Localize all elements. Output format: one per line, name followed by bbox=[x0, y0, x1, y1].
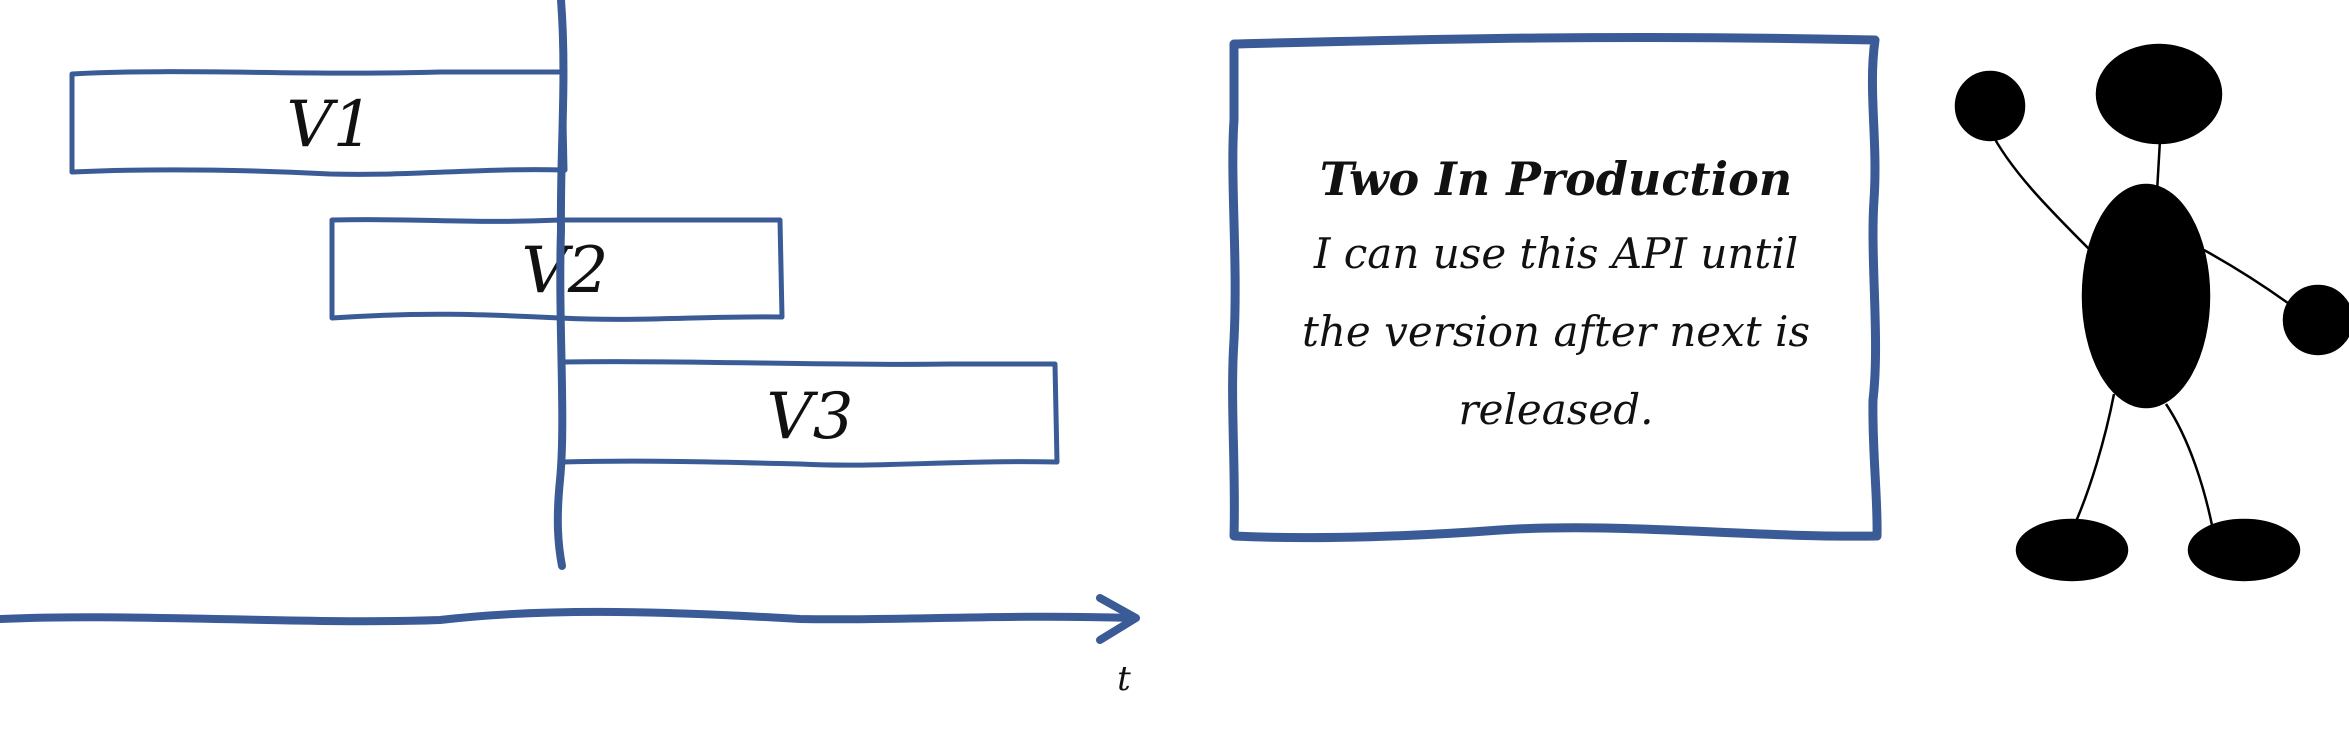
version-bar-v2-box bbox=[329, 217, 785, 322]
version-label-v2: V2 bbox=[522, 234, 609, 308]
version-bar-v1-box bbox=[69, 69, 568, 177]
version-bar-v1: V1 bbox=[69, 69, 568, 177]
note-line-1: I can use this API until bbox=[1313, 229, 1798, 278]
note-box-frame bbox=[1228, 32, 1882, 543]
figure-left-foot bbox=[2015, 518, 2129, 582]
time-axis-arrowhead-icon bbox=[1096, 594, 1140, 644]
stick-figure-icon bbox=[1954, 43, 2349, 582]
figure-right-foot bbox=[2187, 518, 2301, 582]
version-bar-v3: V3 bbox=[559, 359, 1060, 468]
time-axis-line bbox=[0, 607, 1139, 626]
figure-head bbox=[2095, 43, 2223, 145]
figure-left-leg bbox=[2072, 393, 2116, 527]
figure-body bbox=[2081, 183, 2211, 409]
version-bar-v2: V2 bbox=[329, 217, 785, 322]
figure-left-hand bbox=[1954, 70, 2026, 142]
time-axis-label: t bbox=[1117, 659, 1131, 699]
version-bar-v3-box bbox=[559, 359, 1060, 468]
figure-right-leg bbox=[2164, 403, 2215, 531]
note-line-3: released. bbox=[1459, 385, 1654, 434]
current-time-line bbox=[553, 0, 568, 570]
version-label-v3: V3 bbox=[767, 380, 854, 454]
figure-right-hand bbox=[2282, 284, 2349, 356]
version-label-v1: V1 bbox=[287, 88, 374, 162]
note-line-2: the version after next is bbox=[1302, 307, 1810, 356]
figure-neck bbox=[2155, 139, 2162, 193]
note-title: Two In Production bbox=[1320, 152, 1792, 206]
figure-right-arm bbox=[2203, 248, 2293, 308]
figure-left-arm bbox=[1988, 129, 2091, 251]
note-box: Two In Production I can use this API unt… bbox=[1228, 32, 1882, 543]
